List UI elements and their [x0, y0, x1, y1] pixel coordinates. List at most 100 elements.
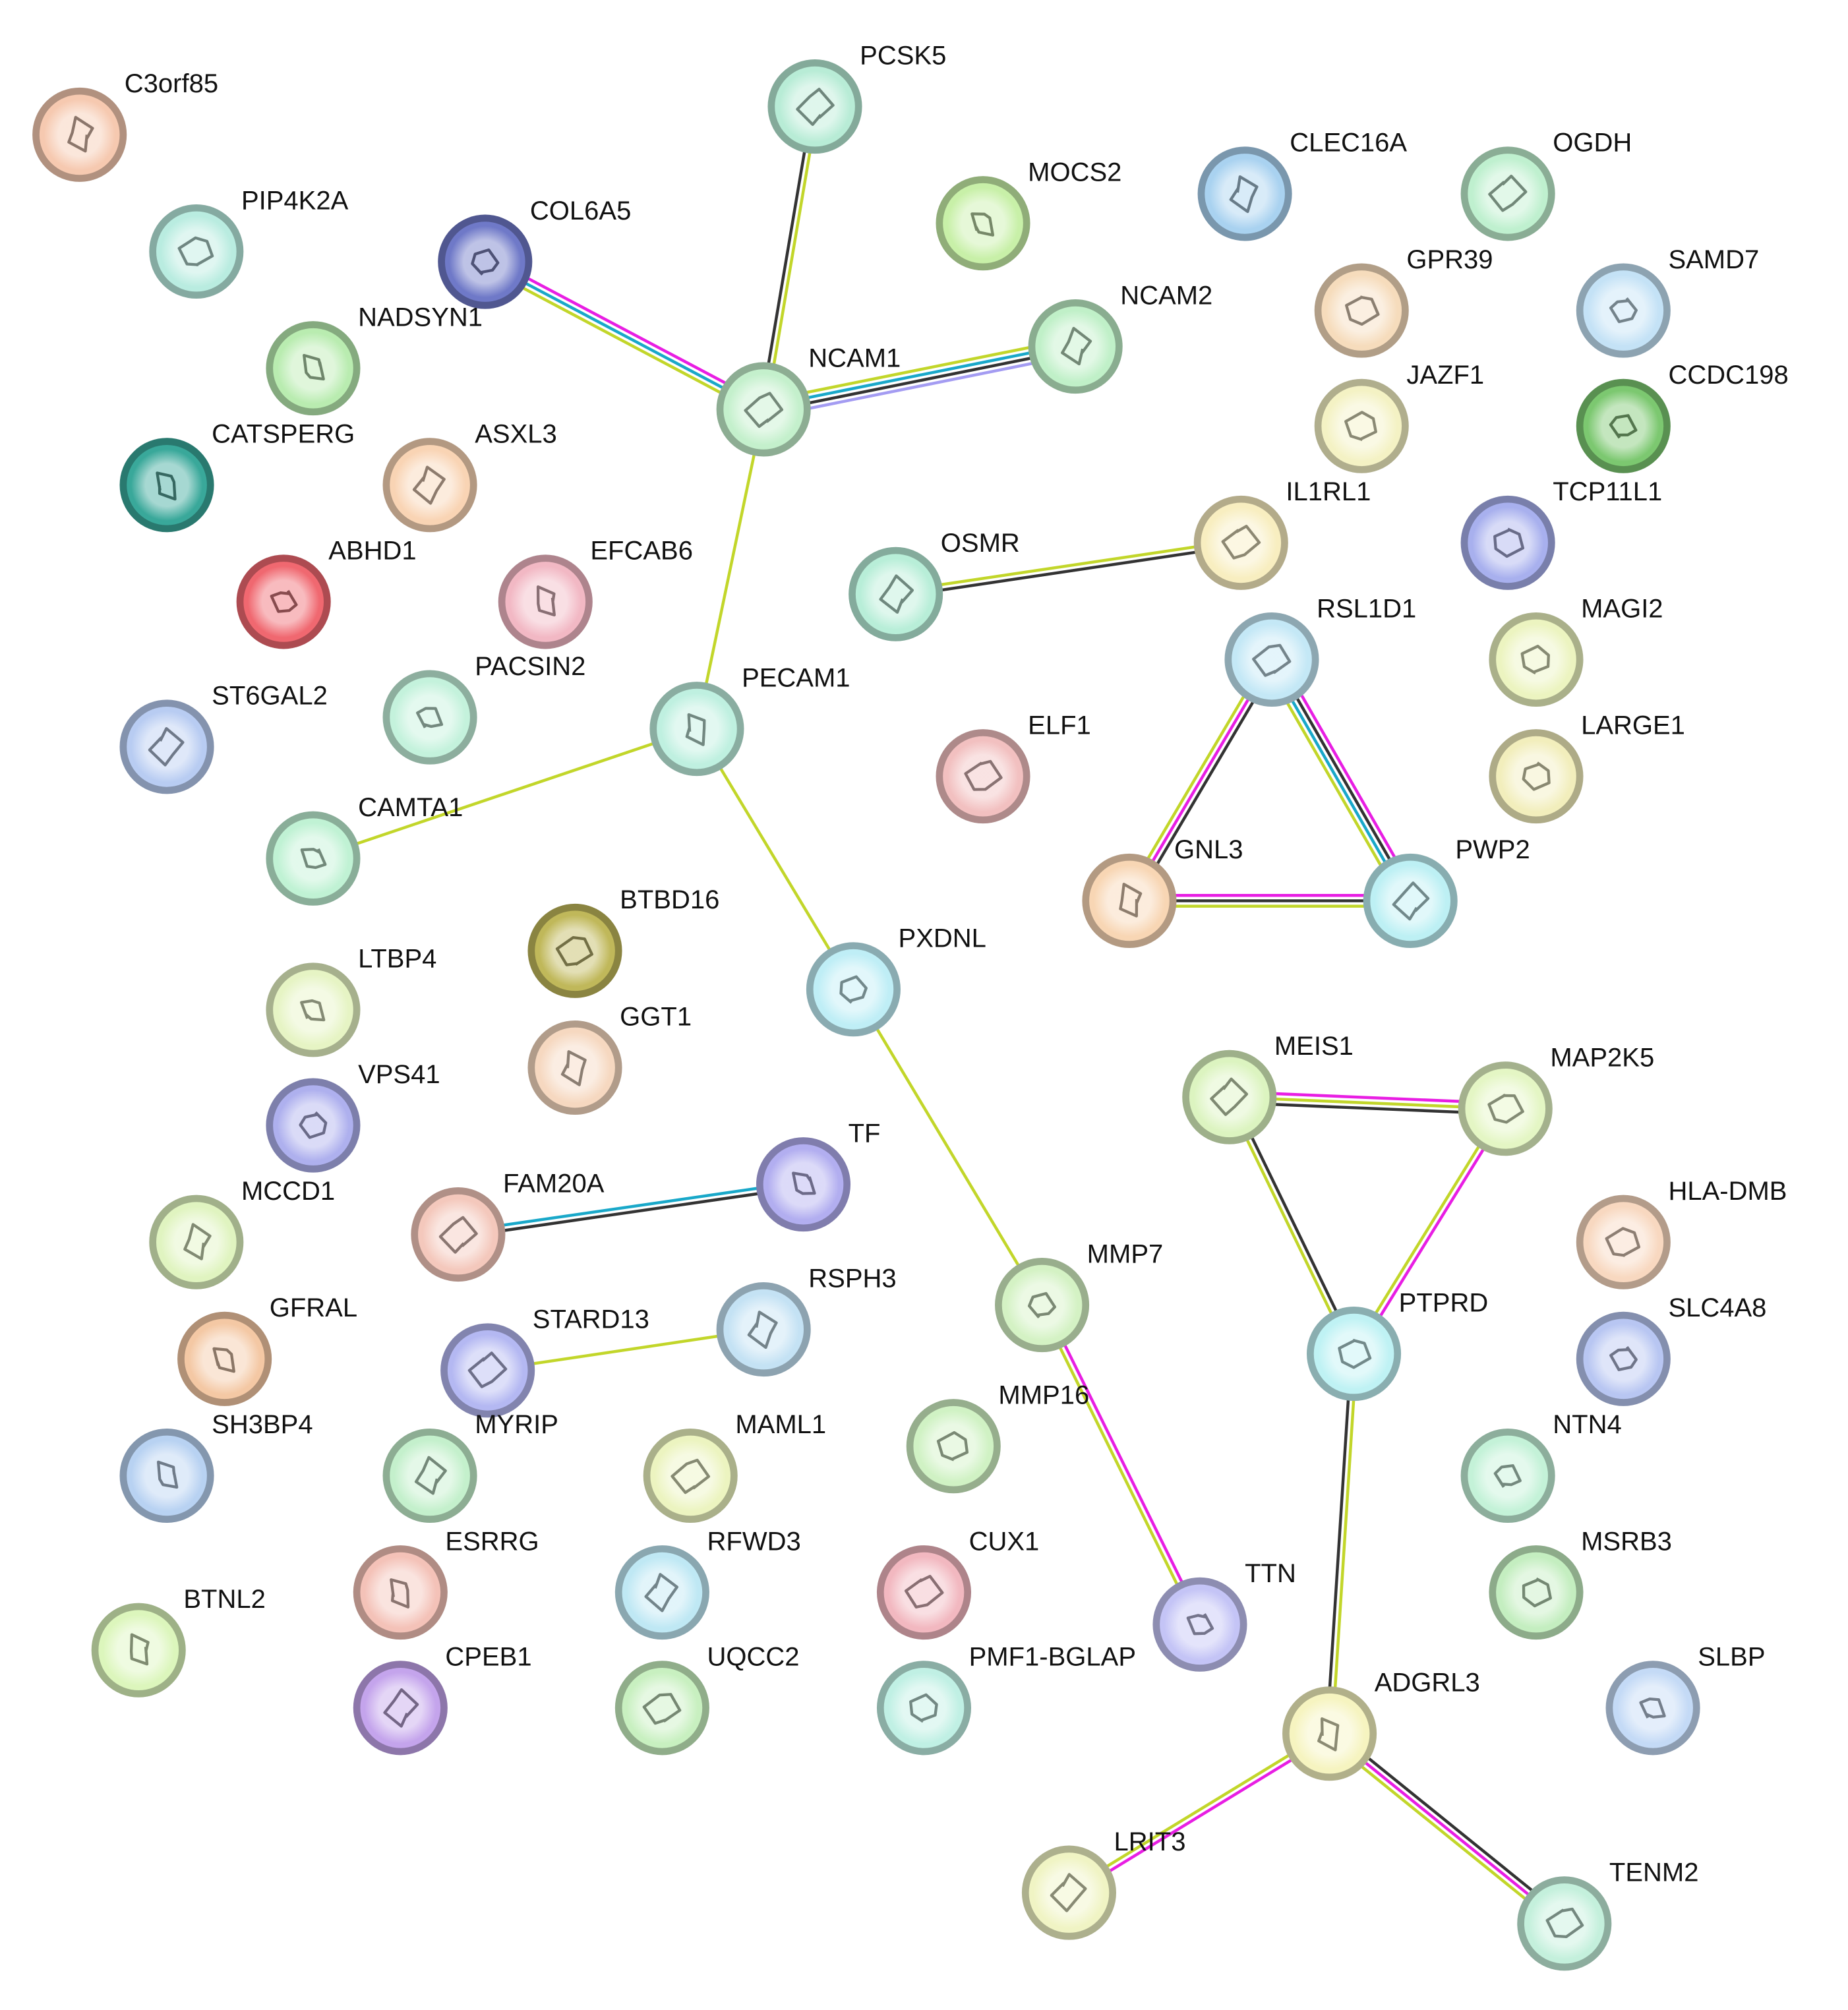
node-magi2[interactable]: MAGI2 [1489, 594, 1663, 707]
node-mocs2[interactable]: MOCS2 [936, 158, 1122, 271]
node-tcp11l1[interactable]: TCP11L1 [1460, 477, 1662, 590]
node-ttn[interactable]: TTN [1152, 1559, 1296, 1672]
node-meis1[interactable]: MEIS1 [1182, 1032, 1354, 1144]
edge-pecam1-camta1[interactable] [311, 727, 699, 860]
node-esrrg[interactable]: ESRRG [353, 1527, 539, 1640]
node-camta1[interactable]: CAMTA1 [266, 793, 463, 906]
node-label: SLC4A8 [1668, 1293, 1766, 1322]
protein-structure-icon [1050, 1873, 1087, 1912]
node-myrip[interactable]: MYRIP [382, 1410, 558, 1523]
node-pecam1[interactable]: PECAM1 [649, 663, 850, 777]
node-cux1[interactable]: CUX1 [876, 1527, 1039, 1640]
node-nadsyn1[interactable]: NADSYN1 [266, 303, 483, 416]
node-label: RSL1D1 [1317, 594, 1416, 623]
node-ccdc198[interactable]: CCDC198 [1576, 361, 1789, 473]
edge-line-homology [763, 353, 1079, 419]
node-adgrl3[interactable]: ADGRL3 [1282, 1668, 1480, 1781]
node-rfwd3[interactable]: RFWD3 [614, 1527, 801, 1640]
node-gfral[interactable]: GFRAL [177, 1293, 357, 1406]
edge-line-textmining [695, 407, 765, 730]
edge-line-textmining [311, 727, 699, 860]
node-label: GPR39 [1406, 245, 1493, 274]
node-samd7[interactable]: SAMD7 [1576, 245, 1759, 358]
node-lrit3[interactable]: LRIT3 [1021, 1827, 1185, 1940]
edge-ncam1-pecam1[interactable] [695, 407, 765, 730]
edge-col6a5-ncam1[interactable] [481, 255, 768, 416]
node-btnl2[interactable]: BTNL2 [91, 1585, 266, 1698]
node-large1[interactable]: LARGE1 [1489, 711, 1685, 824]
node-label: IL1RL1 [1286, 477, 1371, 506]
edge-pecam1-pxdnl[interactable] [695, 727, 855, 991]
node-osmr[interactable]: OSMR [849, 529, 1020, 641]
edge-map2k5-ptprd[interactable] [1350, 1106, 1509, 1357]
edge-meis1-ptprd[interactable] [1225, 1094, 1358, 1357]
protein-structure-icon [270, 589, 298, 613]
node-rsl1d1[interactable]: RSL1D1 [1224, 594, 1417, 707]
node-ncam1[interactable]: NCAM1 [716, 344, 901, 457]
edge-adgrl3-tenm2[interactable] [1325, 1728, 1570, 1930]
node-map2k5[interactable]: MAP2K5 [1458, 1044, 1654, 1156]
edge-line-experiments [1328, 1732, 1566, 1926]
node-ptprd[interactable]: PTPRD [1307, 1288, 1488, 1402]
node-il1rl1[interactable]: IL1RL1 [1193, 477, 1371, 590]
node-label: GFRAL [270, 1293, 357, 1322]
node-highlight [277, 974, 349, 1046]
edge-mmp7-ttn[interactable] [1038, 1302, 1204, 1628]
node-jazf1[interactable]: JAZF1 [1314, 361, 1484, 473]
node-pmf1-bglap[interactable]: PMF1-BGLAP [876, 1643, 1136, 1756]
node-pwp2[interactable]: PWP2 [1363, 835, 1530, 948]
node-pacsin2[interactable]: PACSIN2 [382, 652, 586, 765]
node-msrb3[interactable]: MSRB3 [1489, 1527, 1672, 1640]
node-pip4k2a[interactable]: PIP4K2A [149, 186, 349, 299]
node-mmp16[interactable]: MMP16 [906, 1380, 1089, 1494]
node-slc4a8[interactable]: SLC4A8 [1576, 1293, 1766, 1406]
edge-pcsk5-ncam1[interactable] [759, 104, 820, 411]
node-vps41[interactable]: VPS41 [266, 1060, 440, 1173]
edge-pxdnl-mmp7[interactable] [852, 988, 1044, 1307]
node-maml1[interactable]: MAML1 [643, 1410, 826, 1523]
node-ggt1[interactable]: GGT1 [527, 1002, 692, 1115]
node-label: CLEC16A [1290, 129, 1407, 158]
node-ogdh[interactable]: OGDH [1460, 129, 1632, 241]
node-uqcc2[interactable]: UQCC2 [614, 1643, 800, 1756]
node-hla-dmb[interactable]: HLA-DMB [1576, 1177, 1787, 1289]
node-gpr39[interactable]: GPR39 [1314, 245, 1493, 358]
protein-structure-icon [904, 1574, 944, 1609]
node-slbp[interactable]: SLBP [1605, 1643, 1766, 1756]
node-st6gal2[interactable]: ST6GAL2 [119, 682, 328, 794]
protein-structure-icon [1338, 1338, 1372, 1369]
node-clec16a[interactable]: CLEC16A [1197, 129, 1407, 241]
edge-ptprd-adgrl3[interactable] [1325, 1352, 1358, 1736]
node-tf[interactable]: TF [756, 1119, 881, 1232]
node-label: PIP4K2A [241, 186, 349, 215]
node-abhd1[interactable]: ABHD1 [236, 537, 417, 649]
node-catsperg[interactable]: CATSPERG [119, 420, 355, 533]
node-sh3bp4[interactable]: SH3BP4 [119, 1410, 313, 1523]
edge-line-database [483, 260, 765, 411]
node-asxl3[interactable]: ASXL3 [382, 420, 557, 533]
node-rsph3[interactable]: RSPH3 [716, 1264, 897, 1377]
node-col6a5[interactable]: COL6A5 [438, 196, 632, 309]
node-gnl3[interactable]: GNL3 [1082, 835, 1243, 948]
edge-osmr-il1rl1[interactable] [893, 539, 1243, 599]
edge-adgrl3-lrit3[interactable] [1066, 1729, 1332, 1897]
edge-fam20a-tf[interactable] [456, 1180, 806, 1239]
node-mmp7[interactable]: MMP7 [995, 1239, 1163, 1353]
node-tenm2[interactable]: TENM2 [1517, 1858, 1699, 1971]
node-fam20a[interactable]: FAM20A [411, 1169, 605, 1282]
edge-ncam1-ncam2[interactable] [760, 337, 1079, 419]
node-efcab6[interactable]: EFCAB6 [498, 537, 693, 649]
node-ncam2[interactable]: NCAM2 [1028, 281, 1212, 394]
node-btbd16[interactable]: BTBD16 [527, 885, 719, 998]
node-highlight [1472, 158, 1544, 230]
node-elf1[interactable]: ELF1 [936, 711, 1091, 824]
node-highlight [189, 1323, 260, 1395]
node-cpeb1[interactable]: CPEB1 [353, 1643, 532, 1756]
node-mccd1[interactable]: MCCD1 [149, 1177, 336, 1289]
node-pcsk5[interactable]: PCSK5 [767, 41, 946, 154]
node-ltbp4[interactable]: LTBP4 [266, 945, 437, 1057]
node-pxdnl[interactable]: PXDNL [806, 924, 986, 1037]
node-ntn4[interactable]: NTN4 [1460, 1410, 1622, 1523]
node-c3orf85[interactable]: C3orf85 [32, 69, 219, 182]
node-stard13[interactable]: STARD13 [440, 1305, 649, 1418]
